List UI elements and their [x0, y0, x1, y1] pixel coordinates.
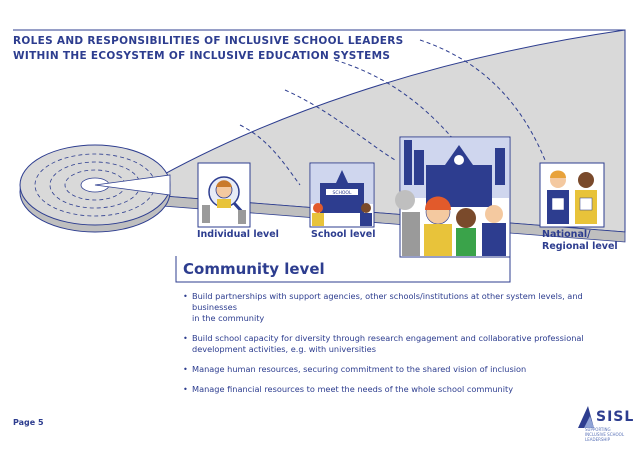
sisl-logo-icon	[578, 406, 594, 428]
page-title: ROLES AND RESPONSIBILITIES OF INCLUSIVE …	[13, 34, 403, 64]
list-item: Manage human resources, securing commitm…	[183, 364, 623, 375]
sisl-logo-text: SISL	[596, 409, 635, 425]
label-national-line-2: Regional level	[542, 241, 618, 252]
list-item-line: Manage financial resources to meet the n…	[192, 384, 514, 394]
list-item: Manage financial resources to meet the n…	[183, 384, 623, 395]
community-level-title: Community level	[183, 260, 325, 278]
list-item-line: in the community	[192, 313, 265, 323]
school-building-icon	[320, 183, 364, 213]
label-national-level: National/ Regional level	[542, 229, 618, 253]
list-item: Build school capacity for diversity thro…	[183, 333, 623, 355]
label-school-level: School level	[311, 229, 376, 240]
list-item-line: development activities, e.g. with univer…	[192, 344, 376, 354]
list-item-line: Manage human resources, securing commitm…	[192, 364, 527, 374]
community-level-frame	[175, 136, 511, 283]
label-national-line-1: National/	[542, 229, 591, 240]
sisl-tagline: SUPPORTING INCLUSIVE SCHOOL LEADERSHIP	[585, 427, 625, 442]
list-item-line: Build school capacity for diversity thro…	[192, 333, 584, 343]
national-level-tile	[539, 162, 605, 228]
list-item: Build partnerships with support agencies…	[183, 291, 623, 324]
band-divider-1	[334, 59, 471, 161]
label-individual-level: Individual level	[197, 229, 279, 240]
page-number: Page 5	[13, 418, 44, 427]
band-divider-3	[239, 124, 301, 186]
community-responsibilities-list: Build partnerships with support agencies…	[183, 291, 623, 404]
spiral-disc	[19, 144, 171, 233]
band-divider-2	[284, 89, 396, 161]
list-item-line: Build partnerships with support agencies…	[192, 291, 583, 312]
individual-level-tile	[197, 162, 251, 228]
clock-icon	[454, 155, 464, 165]
band-divider-4	[419, 39, 546, 161]
school-sign: SCHOOL	[333, 190, 352, 196]
title-line-2: WITHIN THE ECOSYSTEM OF INCLUSIVE EDUCAT…	[13, 50, 391, 62]
school-level-tile: SCHOOL	[309, 162, 375, 228]
title-line-1: ROLES AND RESPONSIBILITIES OF INCLUSIVE …	[13, 35, 404, 47]
